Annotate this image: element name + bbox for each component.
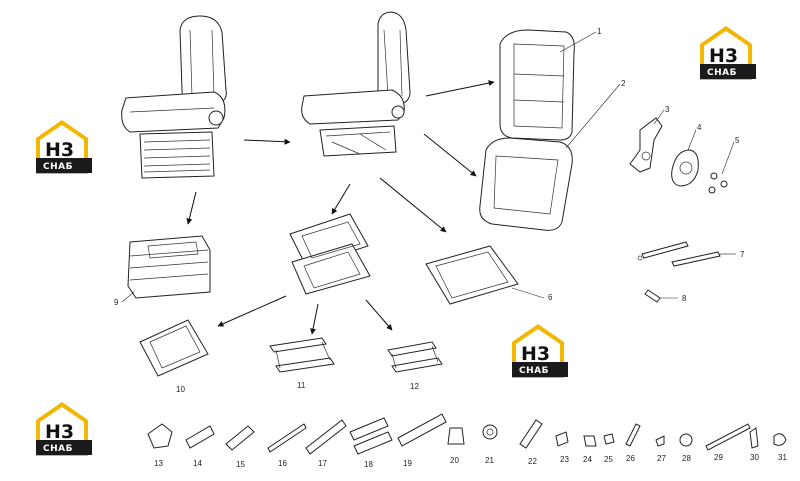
callout-12: 12 bbox=[410, 382, 419, 391]
callout-13: 13 bbox=[154, 459, 163, 468]
small-parts-row bbox=[147, 413, 787, 455]
callout-19: 19 bbox=[403, 459, 412, 468]
svg-text:H3: H3 bbox=[45, 139, 74, 161]
callout-18: 18 bbox=[364, 460, 373, 469]
callout-30: 30 bbox=[750, 453, 759, 462]
leader-lines bbox=[121, 31, 736, 303]
callout-24: 24 bbox=[583, 455, 592, 464]
brand-logo-center: H3 СНАБ bbox=[512, 324, 568, 378]
svg-text:СНАБ: СНАБ bbox=[43, 162, 73, 172]
suspension-frame bbox=[289, 213, 371, 295]
callout-22: 22 bbox=[528, 457, 537, 466]
svg-text:H3: H3 bbox=[521, 343, 550, 365]
callout-26: 26 bbox=[626, 454, 635, 463]
callout-8: 8 bbox=[682, 294, 687, 303]
seat-cushion bbox=[479, 137, 573, 231]
callout-11: 11 bbox=[297, 381, 306, 390]
callout-28: 28 bbox=[682, 454, 691, 463]
svg-text:H3: H3 bbox=[45, 421, 74, 443]
lower-plate bbox=[139, 319, 209, 377]
callout-6: 6 bbox=[548, 293, 553, 302]
seat-on-frame bbox=[301, 11, 411, 157]
callout-labels: 1 2 3 4 5 6 7 8 9 10 11 12 13 14 15 16 1… bbox=[114, 27, 787, 469]
callout-29: 29 bbox=[714, 453, 723, 462]
seat-assembly-full bbox=[121, 15, 227, 179]
callout-27: 27 bbox=[657, 454, 666, 463]
flow-arrows bbox=[186, 80, 495, 335]
callout-2: 2 bbox=[621, 79, 626, 88]
brand-logo-bottom-left: H3 СНАБ bbox=[36, 402, 92, 456]
svg-text:СНАБ: СНАБ bbox=[707, 68, 737, 78]
callout-9: 9 bbox=[114, 298, 119, 307]
svg-text:H3: H3 bbox=[709, 45, 738, 67]
callout-14: 14 bbox=[193, 459, 202, 468]
callout-10: 10 bbox=[176, 385, 185, 394]
slide-rails bbox=[637, 241, 721, 267]
scissor-link-b bbox=[387, 341, 443, 373]
callout-15: 15 bbox=[236, 460, 245, 469]
callout-25: 25 bbox=[604, 455, 613, 464]
scissor-link-a bbox=[269, 337, 335, 373]
callout-5: 5 bbox=[735, 136, 740, 145]
callout-23: 23 bbox=[560, 455, 569, 464]
brand-logo-top-right: H3 СНАБ bbox=[700, 26, 756, 80]
callout-21: 21 bbox=[485, 456, 494, 465]
svg-text:СНАБ: СНАБ bbox=[43, 444, 73, 454]
callout-20: 20 bbox=[450, 456, 459, 465]
base-plate bbox=[425, 245, 519, 305]
backrest-cushion bbox=[499, 29, 575, 141]
callout-1: 1 bbox=[597, 27, 602, 36]
callout-3: 3 bbox=[665, 105, 670, 114]
callout-17: 17 bbox=[318, 459, 327, 468]
callout-4: 4 bbox=[697, 123, 702, 132]
callout-31: 31 bbox=[778, 453, 787, 462]
pin bbox=[644, 289, 661, 303]
callout-7: 7 bbox=[740, 250, 745, 259]
callout-16: 16 bbox=[278, 459, 287, 468]
brand-logo-left: H3 СНАБ bbox=[36, 120, 92, 174]
screw-set bbox=[708, 172, 728, 194]
handle-knob bbox=[671, 149, 699, 187]
svg-text:СНАБ: СНАБ bbox=[519, 366, 549, 376]
suspension-bellows bbox=[127, 235, 211, 299]
armrest-bracket bbox=[629, 117, 663, 173]
